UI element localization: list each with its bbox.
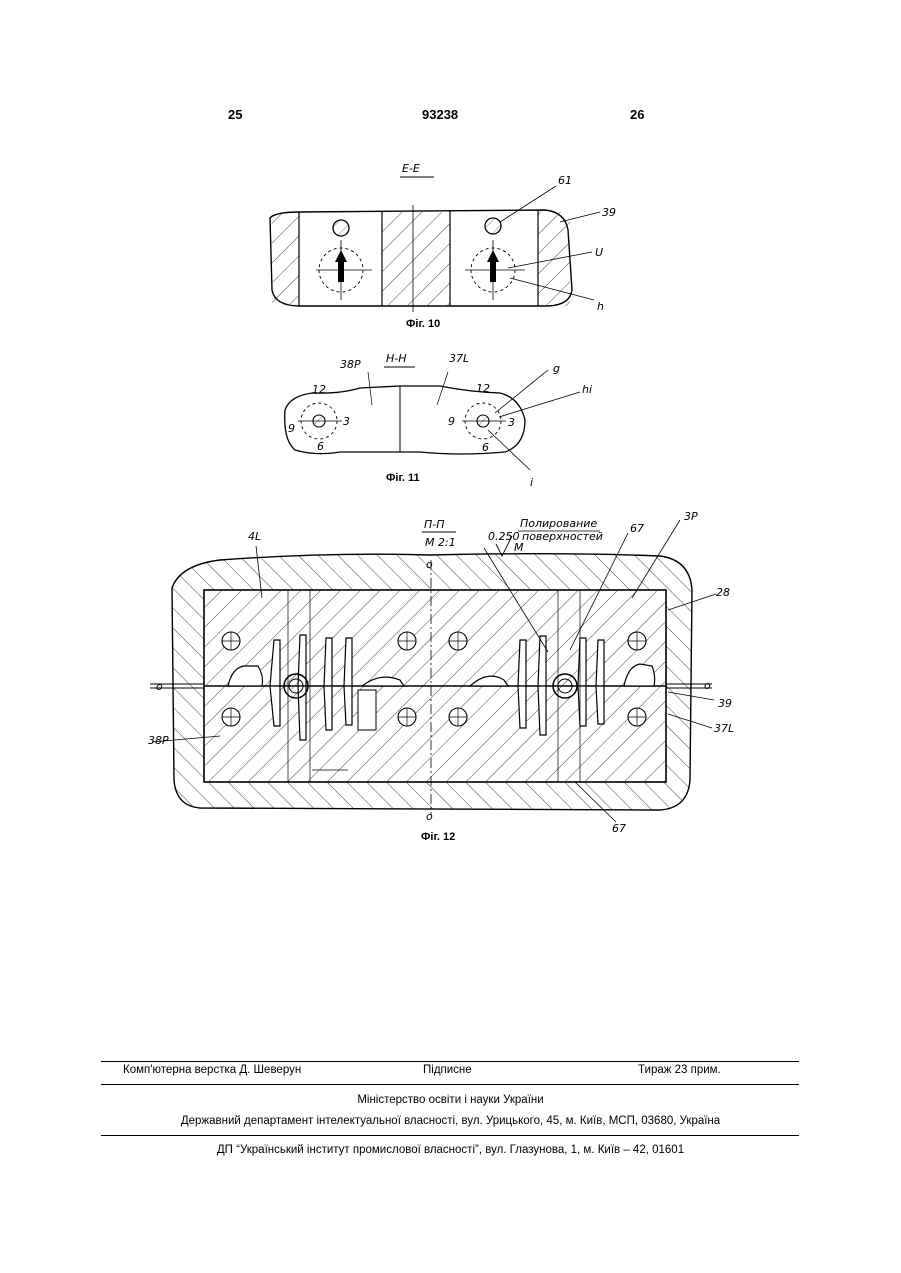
fig10-callout-61: 61 [558, 174, 572, 187]
fig12-callout-38p: 38P [148, 734, 169, 747]
footer-signed: Підписне [423, 1064, 472, 1076]
footer-rule-middle [101, 1084, 799, 1085]
fig10-callout-h: h [597, 300, 604, 313]
footer-ministry: Міністерство освіти і науки України [0, 1094, 901, 1106]
fig12-axis-top: o [426, 558, 433, 571]
footer-typesetting: Комп'ютерна верстка Д. Шеверун [123, 1064, 301, 1076]
fig12-scale-label: M 2:1 [425, 536, 456, 549]
fig11-caption: Фіг. 11 [386, 472, 420, 484]
fig12-callout-4l: 4L [248, 530, 261, 543]
fig12-callout-37l: 37L [714, 722, 734, 735]
fig11-dial-left-9: 9 [288, 422, 295, 435]
footer-institute: ДП “Український інститут промислової вла… [0, 1144, 901, 1156]
fig10-caption: Фіг. 10 [406, 318, 440, 330]
fig12-callout-67-bottom: 67 [612, 822, 626, 835]
figure-10: E-E 61 39 U h [270, 162, 616, 313]
fig11-callout-37l: 37L [449, 352, 469, 365]
figure-11: H-H 12 3 6 9 12 3 6 9 38P 37L g hi i [285, 352, 592, 489]
fig11-dial-right-3: 3 [508, 416, 515, 429]
fig12-callout-28: 28 [716, 586, 730, 599]
fig11-callout-hi: hi [582, 383, 592, 396]
fig12-callout-o-right: o [704, 679, 711, 692]
fig11-dial-left-3: 3 [343, 415, 350, 428]
fig10-callout-39: 39 [602, 206, 616, 219]
footer-rule-bottom [101, 1135, 799, 1136]
fig11-callout-i: i [530, 476, 533, 489]
fig11-dial-left-12: 12 [312, 383, 326, 396]
fig11-dial-right-9: 9 [448, 415, 455, 428]
fig10-section-label: E-E [402, 162, 420, 175]
fig12-roughness-mark: M [514, 541, 524, 554]
fig12-caption: Фіг. 12 [421, 831, 455, 843]
footer-circulation: Тираж 23 прим. [638, 1064, 721, 1076]
footer-department: Державний департамент інтелектуальної вл… [0, 1115, 901, 1127]
fig12-axis-bottom: o [426, 810, 433, 823]
fig11-callout-38p: 38P [340, 358, 361, 371]
footer-rule-top [101, 1061, 799, 1062]
fig11-section-label: H-H [386, 352, 407, 365]
fig10-callout-u: U [595, 246, 603, 259]
fig12-section-label: П-П [424, 518, 445, 531]
fig12-callout-3p: 3P [684, 510, 698, 523]
fig12-note-line1: Полирование [520, 517, 597, 530]
fig11-dial-right-6: 6 [482, 441, 489, 454]
fig11-callout-g: g [553, 362, 560, 375]
fig11-dial-left-6: 6 [317, 440, 324, 453]
fig12-callout-o-left: o [156, 680, 163, 693]
fig12-callout-67-top: 67 [630, 522, 644, 535]
fig11-dial-right-12: 12 [476, 382, 490, 395]
figure-12: П-П M 2:1 Полирование поверхностей 0.250… [148, 510, 734, 835]
fig12-note-line2: поверхностей [522, 530, 603, 543]
fig12-callout-39: 39 [718, 697, 732, 710]
